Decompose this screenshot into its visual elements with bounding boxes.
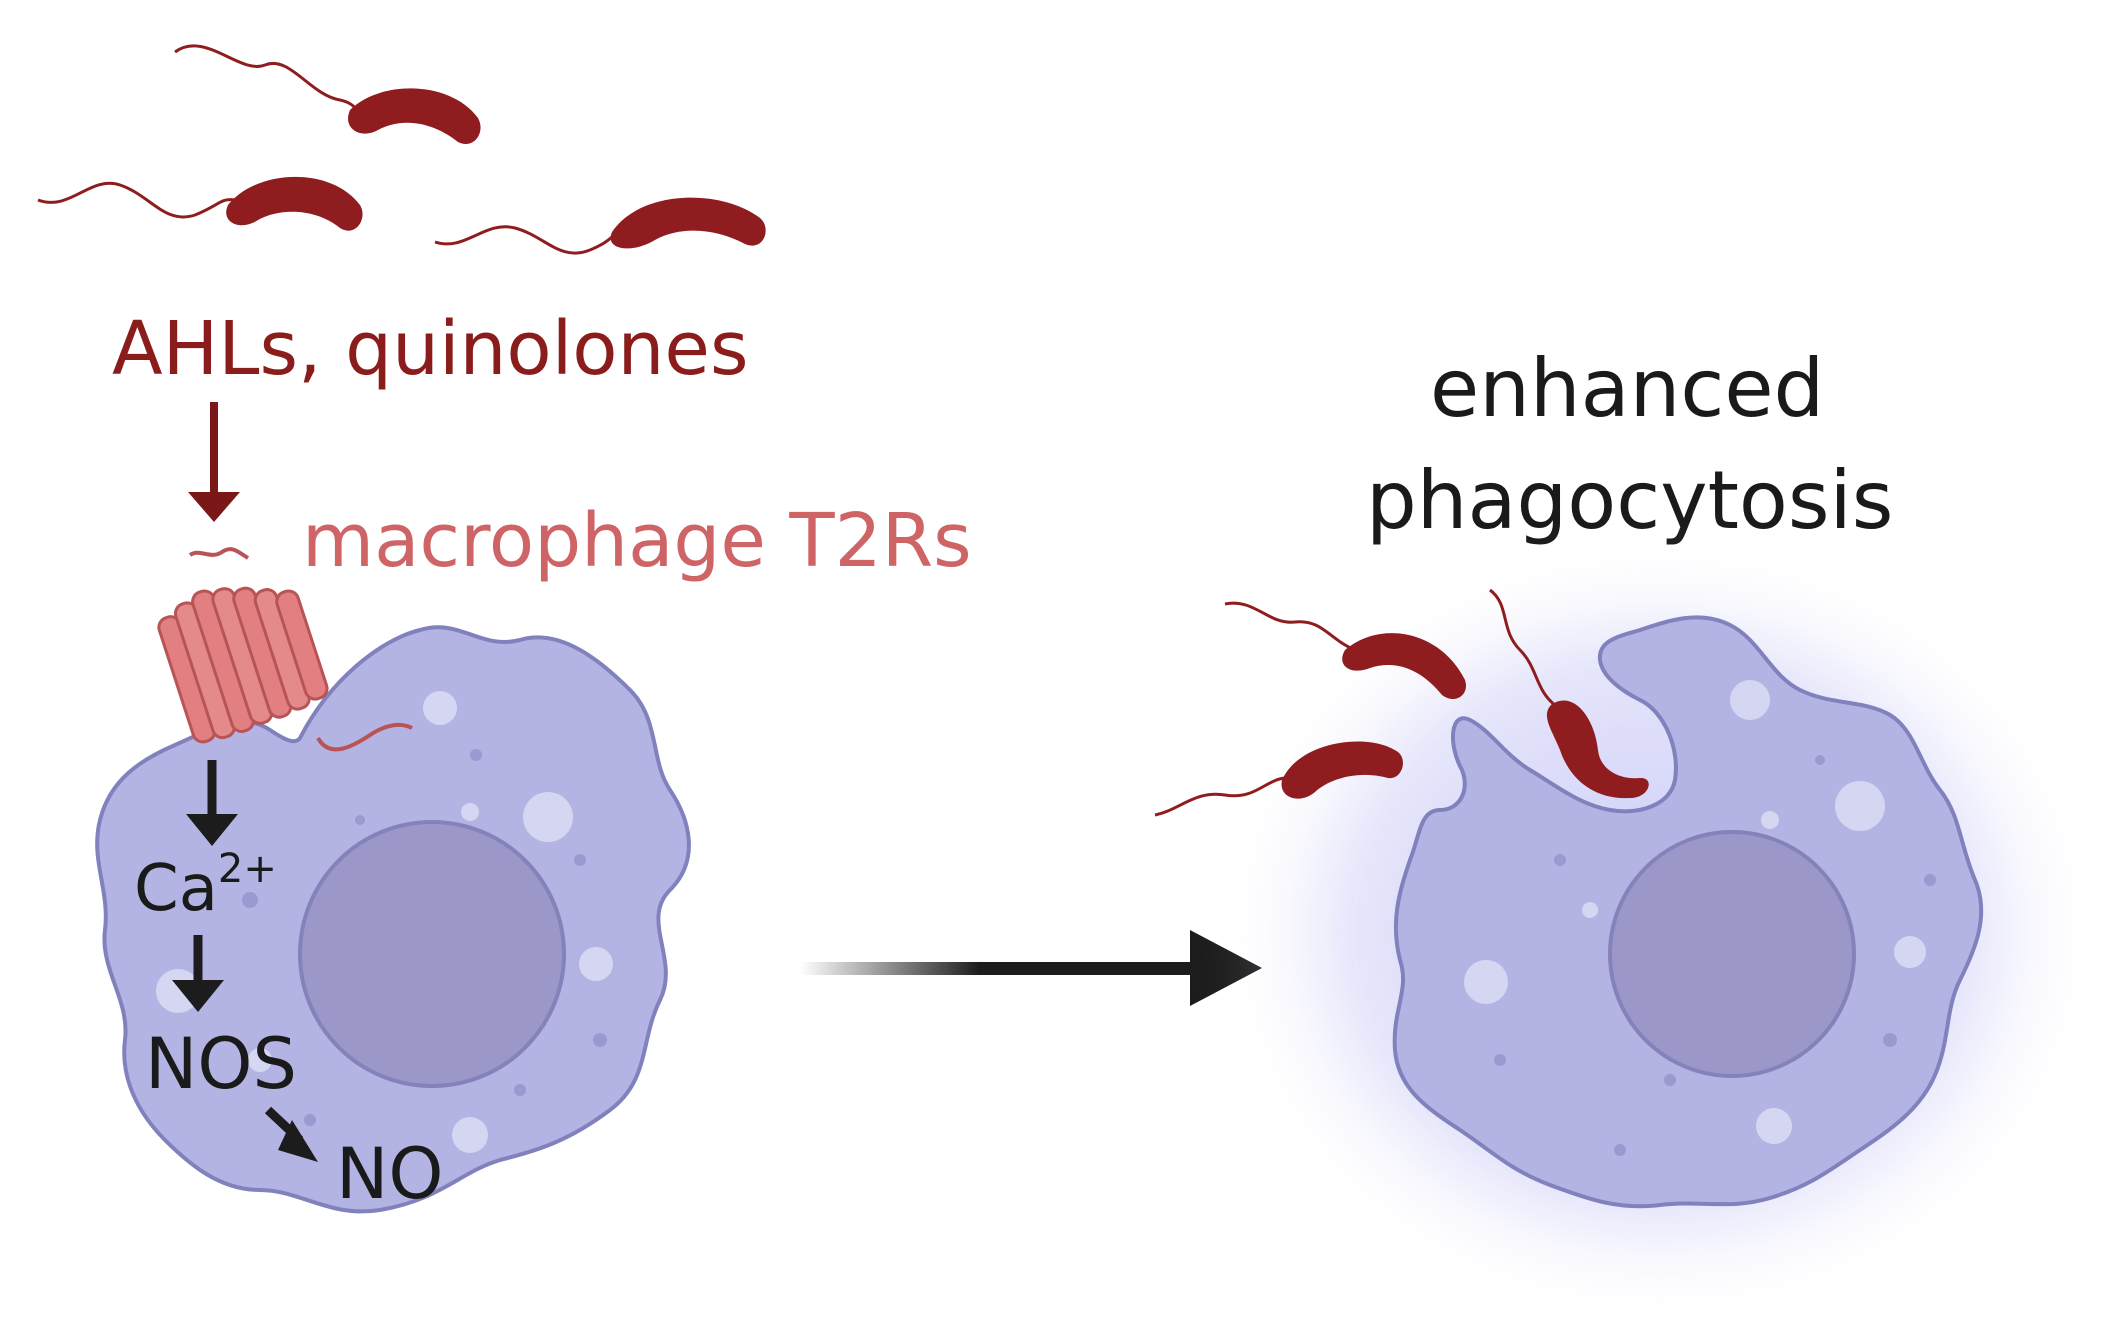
calcium-superscript: 2+ <box>218 846 277 892</box>
bacterium-icon <box>1154 741 1403 817</box>
transition-arrow <box>800 930 1262 1006</box>
pathway-arrow <box>172 935 224 1012</box>
nos-label: NOS <box>145 1023 297 1105</box>
gpcr-receptor-icon <box>157 547 413 752</box>
bacterium-icon <box>1224 601 1466 700</box>
bacterium-icon <box>434 197 766 255</box>
nucleus <box>1608 830 1856 1078</box>
pathway-arrow <box>264 1106 318 1162</box>
no-label: NO <box>336 1133 443 1215</box>
bacterium-icon <box>174 44 481 144</box>
macrophage-cell-right <box>1392 615 1984 1209</box>
signal-label: AHLs, quinolones <box>112 306 749 392</box>
outcome-line2: phagocytosis <box>1366 454 1893 547</box>
signal-down-arrow <box>188 402 240 522</box>
outcome-line1: enhanced <box>1430 342 1824 435</box>
calcium-label: Ca2+ <box>134 846 277 926</box>
bacterium-icon <box>37 176 363 231</box>
nucleus <box>298 820 566 1088</box>
pathway-arrow <box>186 760 238 846</box>
bacterium-icon <box>1489 588 1649 799</box>
receptor-label: macrophage T2Rs <box>302 498 972 584</box>
